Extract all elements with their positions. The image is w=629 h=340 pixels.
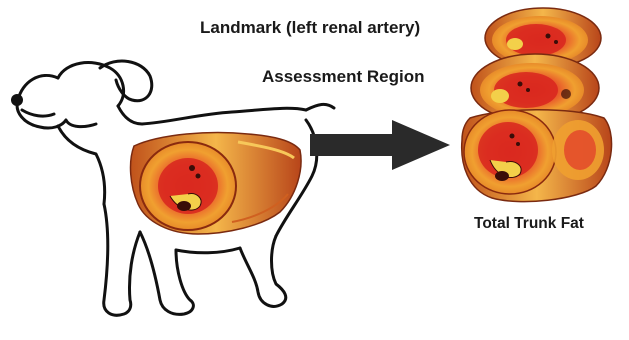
slice-total-trunk bbox=[462, 110, 612, 202]
total-trunk-fat-label: Total Trunk Fat bbox=[474, 215, 584, 233]
landmark-label: Landmark (left renal artery) bbox=[200, 18, 420, 38]
arrow-right-icon bbox=[310, 120, 450, 170]
slice-stack bbox=[462, 8, 612, 202]
dog-nose bbox=[11, 94, 23, 106]
assessment-region-label: Assessment Region bbox=[262, 67, 425, 87]
ct-slab-in-trunk bbox=[131, 133, 302, 235]
